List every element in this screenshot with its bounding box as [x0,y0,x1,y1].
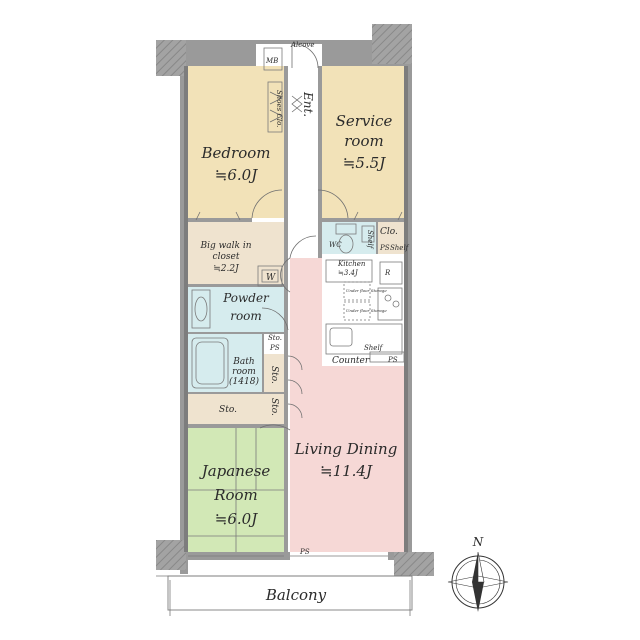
living-dining-fill [290,258,404,552]
closet-label: Clo. [380,227,398,237]
storage-label-vertical-1: Sto. [269,366,279,384]
big-walk-in-closet-fill [188,222,284,284]
bath-room-fill [188,334,262,392]
under-floor-storage-1: Under floor Storage [346,288,387,293]
bath-room-size: (1418) [229,376,259,387]
service-room-fill [322,66,404,218]
service-room-label-2: room [344,132,383,150]
ps-label-top: PS [379,244,390,252]
balcony-label: Balcony [265,586,327,604]
balcony-area [167,575,413,611]
kitchen-shelf-label: Shelf [364,344,384,352]
bath-room-label-2: room [232,367,256,377]
storage-label: Sto. [219,405,237,415]
under-floor-storage-2: Under floor Storage [346,308,387,313]
big-walk-in-label-1: Big walk in [199,241,251,251]
refrigerator-label: R [384,269,391,277]
powder-room-label-2: room [230,309,262,323]
bath-room-label-1: Bath [232,357,254,367]
japanese-room-label-1: Japanese [199,462,271,480]
washer-label: W [266,273,276,283]
counter-label: Counter [332,356,370,366]
kitchen-size: ≒3.4J [338,269,359,277]
bedroom-fill [188,66,284,218]
living-dining-size: ≒11.4J [320,462,373,480]
bedroom-label: Bedroom [201,144,271,162]
living-dining-label: Living Dining [294,440,398,458]
japanese-room-size: ≒6.0J [215,510,258,528]
powder-room-label-1: Powder [222,291,270,305]
wc-shelf-label: Shelf [366,230,374,250]
north-label: N [472,535,484,549]
compass-north-icon [447,551,509,612]
shoes-closet-label: Shoes Clo. [275,90,283,127]
storage-label-small: Sto. [268,334,282,342]
service-room-label-1: Service [336,112,393,130]
ps-label-bath: PS [269,344,280,352]
bedroom-size: ≒6.0J [215,166,258,184]
closet-fill [378,222,404,254]
service-room-size: ≒5.5J [343,154,386,172]
kitchen-label: Kitchen [337,260,366,268]
wc-fill [322,222,376,254]
ps-label-bottom: PS [299,548,310,556]
storage-label-vertical-2: Sto. [269,398,279,416]
big-walk-in-size: ≒2.2J [213,264,240,274]
entrance-label: Ent. [301,91,315,117]
powder-room-fill [188,286,284,332]
mb-label: MB [265,57,278,65]
wc-label: WC [329,241,342,249]
ps-label-kitchen: PS [387,356,398,364]
storage-small-fill [264,354,286,424]
japanese-room-label-2: Room [213,486,258,504]
shelf-label-top: Shelf [390,244,410,252]
big-walk-in-label-2: closet [213,252,240,262]
alcove-label: Alcove [290,41,315,49]
